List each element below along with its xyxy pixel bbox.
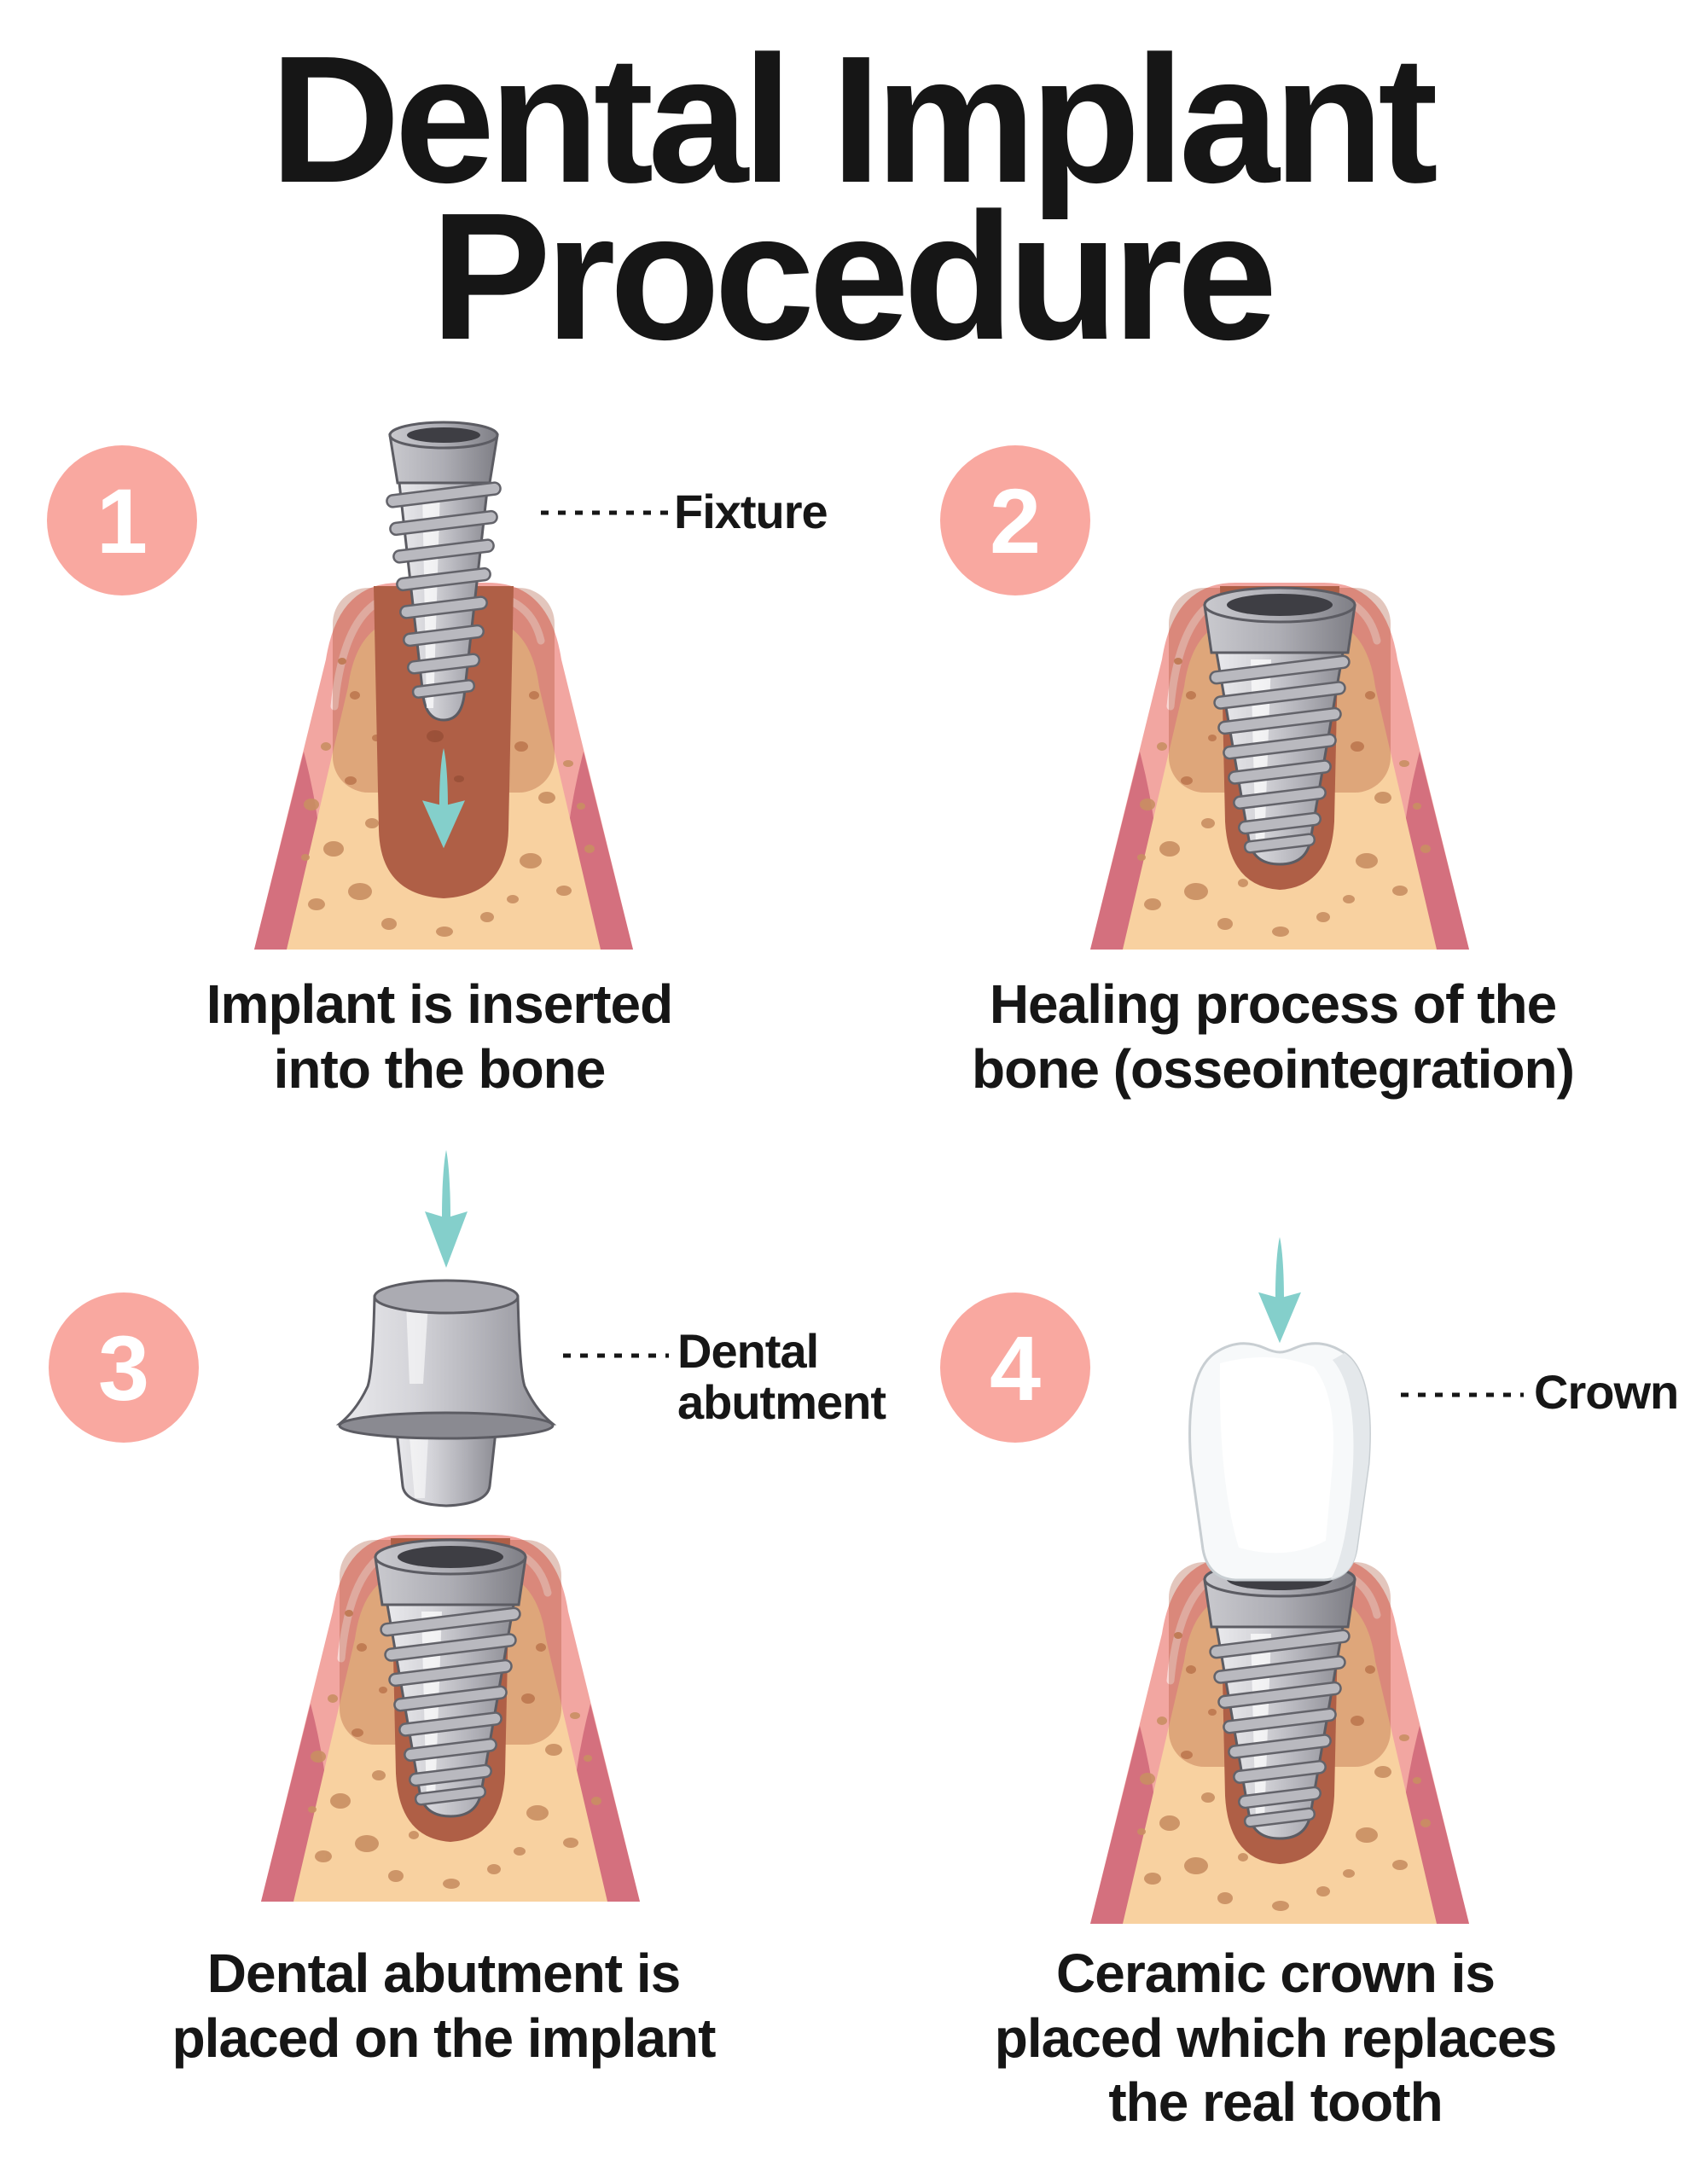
step-2-badge: 2 [940,445,1090,595]
step-2-number: 2 [989,468,1042,572]
page-title-line1: Dental Implant [270,18,1438,220]
crown-label-text: Crown [1534,1365,1679,1419]
abutment-leader-line [563,1353,669,1358]
step-1-caption: Implant is inserted into the bone [47,973,832,1101]
abutment-label-line2: abutment [677,1374,886,1429]
step-3-number: 3 [97,1316,150,1420]
crown-label: Crown [1534,1365,1679,1419]
fixture-label-text: Fixture [674,485,828,538]
caption-line: Healing process of the [989,973,1557,1035]
step2-osseointegration-illustration [1015,401,1544,981]
arrow-down-icon [425,1150,468,1268]
crown-leader-line [1401,1392,1524,1397]
arrow-down-icon [1258,1237,1301,1344]
step-1-badge: 1 [47,445,197,595]
step-4-caption: Ceramic crown is placed which replaces t… [883,1942,1668,2135]
ceramic-crown [1188,1342,1371,1582]
step-4-badge: 4 [940,1292,1090,1443]
caption-line: bone (osseointegration) [972,1037,1575,1100]
caption-line: the real tooth [1108,2071,1443,2134]
step-4-number: 4 [989,1316,1042,1420]
caption-line: Implant is inserted [206,973,673,1035]
step-2-caption: Healing process of the bone (osseointegr… [880,973,1665,1101]
fixture-label: Fixture [674,486,828,537]
caption-line: into the bone [273,1037,607,1100]
step4-crown-illustration [1015,1237,1544,1928]
caption-line: placed which replaces [994,2007,1557,2069]
caption-line: placed on the implant [171,2007,717,2069]
dental-abutment [338,1279,555,1507]
fixture-leader-line [541,510,669,515]
page-title-line2: Procedure [430,175,1278,378]
abutment-label: Dental abutment [677,1326,886,1428]
caption-line: Ceramic crown is [1056,1943,1496,2004]
step-1-number: 1 [96,468,148,572]
step1-implant-insertion-illustration [179,421,708,981]
caption-line: Dental abutment is [206,1943,682,2004]
step-3-badge: 3 [49,1292,199,1443]
step-3-caption: Dental abutment is placed on the implant [51,1942,836,2071]
abutment-label-line1: Dental [677,1324,819,1378]
page-title: Dental Implant Procedure [0,18,1702,378]
